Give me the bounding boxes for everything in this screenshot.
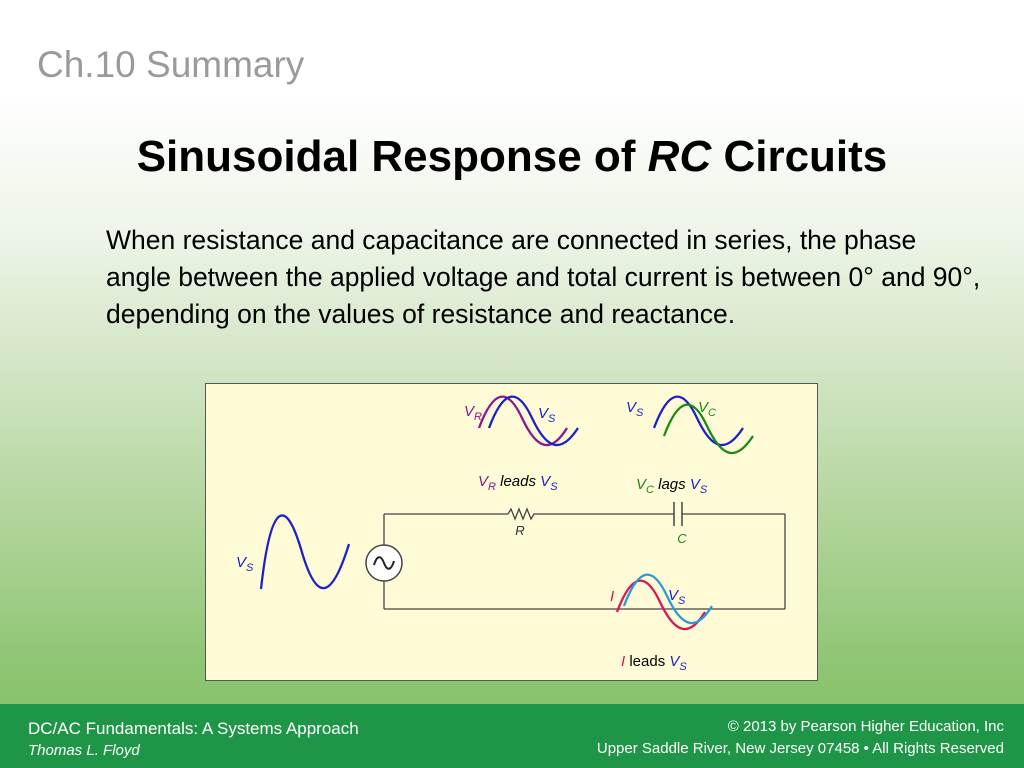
footer-address: Upper Saddle River, New Jersey 07458 • A… xyxy=(596,740,1004,757)
vr-leads-vs-caption: VR leads VS xyxy=(478,473,558,493)
vc-lags-vs-caption: VC lags VS xyxy=(636,476,708,496)
rc-circuit-diagram: R C VS VR VS VR leads VS VS VC VC lags V… xyxy=(236,395,786,673)
source-voltage-wave xyxy=(259,514,351,590)
source-voltage-label: VS xyxy=(236,554,254,574)
vs-wave-label-top-left: VS xyxy=(538,405,556,425)
title-em: RC xyxy=(647,132,712,181)
title-part-2: Circuits xyxy=(711,132,888,181)
vs-wave-label-bottom: VS xyxy=(668,587,686,607)
capacitor-label: C xyxy=(677,531,687,546)
i-wave-label: I xyxy=(610,588,614,605)
rc-circuit-figure: R C VS VR VS VR leads VS VS VC VC lags V… xyxy=(205,383,818,681)
vr-wave-label: VR xyxy=(464,403,482,423)
ac-source-icon xyxy=(365,544,403,582)
chapter-label: Ch.10 Summary xyxy=(37,44,305,85)
capacitor-icon xyxy=(673,502,683,526)
circuit-wires xyxy=(383,513,786,610)
footer-copyright: © 2013 by Pearson Higher Education, Inc xyxy=(727,718,1004,735)
title-part-1: Sinusoidal Response of xyxy=(136,132,648,181)
vc-wave-label: VC xyxy=(698,399,716,419)
slide-title: Sinusoidal Response of RC Circuits xyxy=(0,132,1024,182)
body-paragraph: When resistance and capacitance are conn… xyxy=(106,225,981,329)
i-wave xyxy=(615,579,706,631)
vs-wave-bottom xyxy=(622,573,713,625)
resistor-label: R xyxy=(515,523,524,538)
i-leads-vs-caption: I leads VS xyxy=(621,653,687,673)
footer-author: Thomas L. Floyd xyxy=(28,742,140,759)
resistor-icon xyxy=(507,507,536,521)
footer-bar: DC/AC Fundamentals: A Systems Approach T… xyxy=(0,704,1024,768)
vs-wave-top-right xyxy=(652,395,744,447)
vs-wave-top-left xyxy=(487,395,579,447)
footer-book-title: DC/AC Fundamentals: A Systems Approach xyxy=(28,719,359,738)
vc-wave xyxy=(662,403,754,455)
vs-wave-label-top-right: VS xyxy=(626,399,644,419)
